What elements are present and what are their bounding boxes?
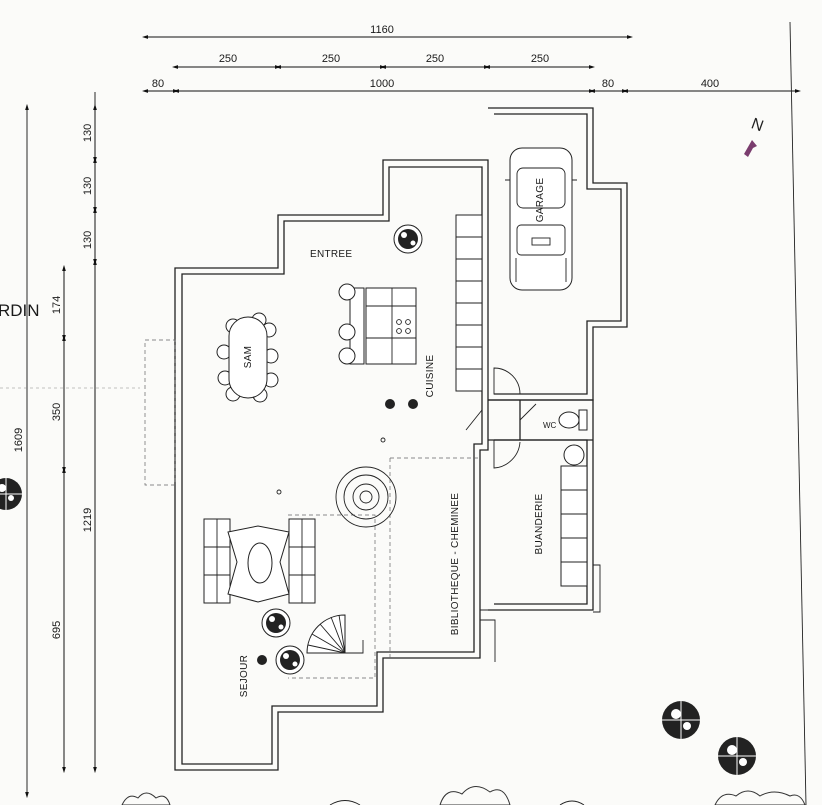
label-sejour: SEJOUR <box>239 655 250 697</box>
dim-left-upper-3: 130 <box>82 231 94 249</box>
dim-row3-right-small: 80 <box>602 78 614 90</box>
plant-entree <box>393 224 423 254</box>
north-label: N <box>749 115 766 135</box>
house-walls <box>174 107 628 771</box>
tree-left <box>0 478 22 510</box>
garage-car <box>505 147 577 291</box>
dim-left-inner-total: 1219 <box>82 508 94 532</box>
living-furniture <box>203 518 316 604</box>
label-jardin: RDIN <box>0 301 40 320</box>
spiral-staircase <box>306 614 364 654</box>
dining-table-sam <box>216 312 279 403</box>
north-arrow-icon <box>744 140 757 157</box>
buanderie-cabinets <box>560 465 588 587</box>
label-buanderie: BUANDERIE <box>534 493 545 554</box>
label-entree: ENTREE <box>310 249 352 260</box>
dim-left-mid-1: 174 <box>51 296 63 314</box>
kitchen-island <box>365 287 417 365</box>
label-bibliotheque: BIBLIOTHEQUE - CHEMINEE <box>450 493 461 636</box>
dim-left-upper-1: 130 <box>82 124 94 142</box>
dim-top-total: 1160 <box>370 24 394 36</box>
label-cuisine: CUISINE <box>425 355 436 398</box>
left-dimensions: 1609 174 350 695 130 130 130 1219 RDIN <box>0 92 140 799</box>
kitchen <box>338 214 483 443</box>
dim-row3-main: 1000 <box>370 78 394 90</box>
dim-left-mid-2: 350 <box>51 403 63 421</box>
dim-left-lower: 695 <box>51 621 63 639</box>
indoor-plants <box>257 224 423 675</box>
dim-row3-left: 80 <box>152 78 164 90</box>
label-sam: SAM <box>243 346 254 369</box>
dim-top-seg-1: 250 <box>219 53 237 65</box>
tree-bottom-right-2 <box>718 737 756 775</box>
top-dimensions: 1160 250 250 250 250 80 1000 80 400 <box>141 21 807 805</box>
room-labels: ENTREE SAM CUISINE GARAGE WC BUANDERIE B… <box>239 178 557 698</box>
dim-top-seg-2: 250 <box>322 53 340 65</box>
dim-left-upper-2: 130 <box>82 177 94 195</box>
windows <box>144 339 480 679</box>
label-wc: WC <box>543 421 557 430</box>
dim-top-seg-3: 250 <box>426 53 444 65</box>
shrubs-bottom <box>121 786 806 805</box>
wc-fixtures <box>558 409 588 466</box>
fireplace <box>335 466 397 528</box>
plant-sejour-2 <box>275 645 305 675</box>
dim-top-seg-4: 250 <box>531 53 549 65</box>
doors <box>465 367 537 469</box>
dim-left-outer-total: 1609 <box>13 428 25 452</box>
plant-sejour-1 <box>261 608 291 638</box>
tree-bottom-right-1 <box>662 701 700 739</box>
north-arrow: N <box>744 115 766 157</box>
bar-stools <box>338 283 365 365</box>
outdoor-trees <box>0 478 806 805</box>
dim-row3-right: 400 <box>701 78 719 90</box>
label-garage: GARAGE <box>535 178 546 223</box>
